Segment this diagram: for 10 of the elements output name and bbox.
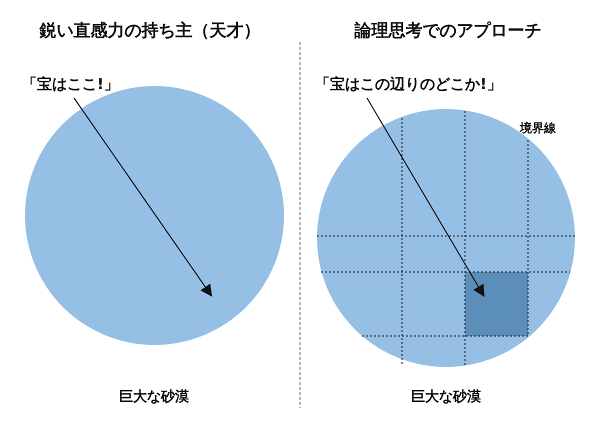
arrow xyxy=(74,98,212,297)
node-label: 巨大な砂漠 xyxy=(411,388,481,406)
heading: 鋭い直感力の持ち主（天才） xyxy=(40,20,260,42)
speech-quote: 「宝はここ!」 xyxy=(22,75,119,94)
boundary-label: 境界線 xyxy=(520,120,556,137)
arrow xyxy=(366,98,484,298)
highlighted-grid-cell xyxy=(465,272,528,336)
heading: 論理思考でのアプローチ xyxy=(354,20,542,42)
node-label: 巨大な砂漠 xyxy=(119,388,189,406)
speech-quote: 「宝はこの辺りのどこか!」 xyxy=(315,75,502,94)
